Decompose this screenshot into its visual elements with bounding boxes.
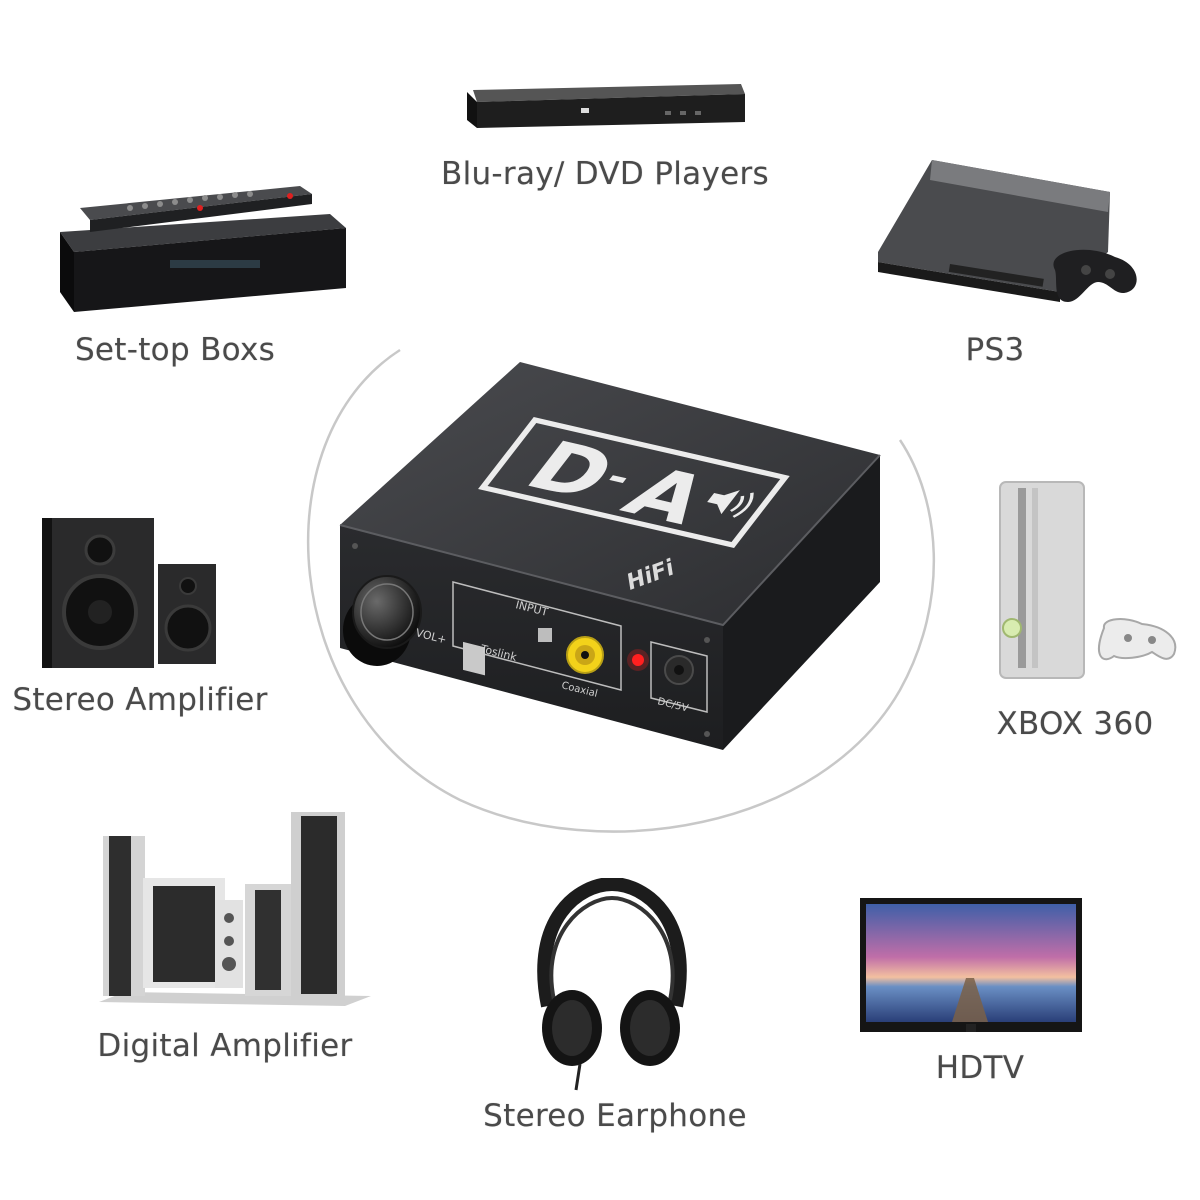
tower-speakers-icon bbox=[99, 812, 371, 1006]
toslink-port bbox=[463, 641, 485, 676]
power-panel bbox=[650, 641, 708, 713]
earphone-caption: Stereo Earphone bbox=[483, 1098, 747, 1134]
settop-box-icon bbox=[60, 186, 346, 312]
power-led bbox=[632, 654, 644, 666]
xbox-console-icon bbox=[999, 481, 1177, 679]
volume-knob bbox=[343, 575, 422, 666]
input-panel bbox=[452, 581, 622, 691]
speaker-icon bbox=[707, 490, 754, 518]
settop-caption: Set-top Boxs bbox=[74, 332, 276, 368]
center-arc bbox=[306, 348, 936, 833]
bluray-caption: Blu-ray/ DVD Players bbox=[441, 156, 769, 192]
bookshelf-speakers-icon bbox=[42, 518, 216, 668]
dac-converter: D - A HiFi VOL+ INPUT Toslink bbox=[339, 362, 881, 750]
input-switch bbox=[538, 628, 552, 642]
digital-amp-caption: Digital Amplifier bbox=[97, 1028, 353, 1064]
hdtv-caption: HDTV bbox=[935, 1050, 1025, 1086]
television-icon bbox=[860, 898, 1082, 1032]
ps3-caption: PS3 bbox=[965, 332, 1025, 368]
game-console-icon bbox=[878, 160, 1137, 302]
bluray-player-icon bbox=[467, 84, 745, 128]
dc-power-jack bbox=[664, 655, 694, 685]
xbox-caption: XBOX 360 bbox=[996, 706, 1154, 742]
coaxial-jack bbox=[566, 636, 604, 674]
stereo-amp-caption: Stereo Amplifier bbox=[12, 682, 268, 718]
headphones-icon bbox=[537, 878, 687, 1091]
